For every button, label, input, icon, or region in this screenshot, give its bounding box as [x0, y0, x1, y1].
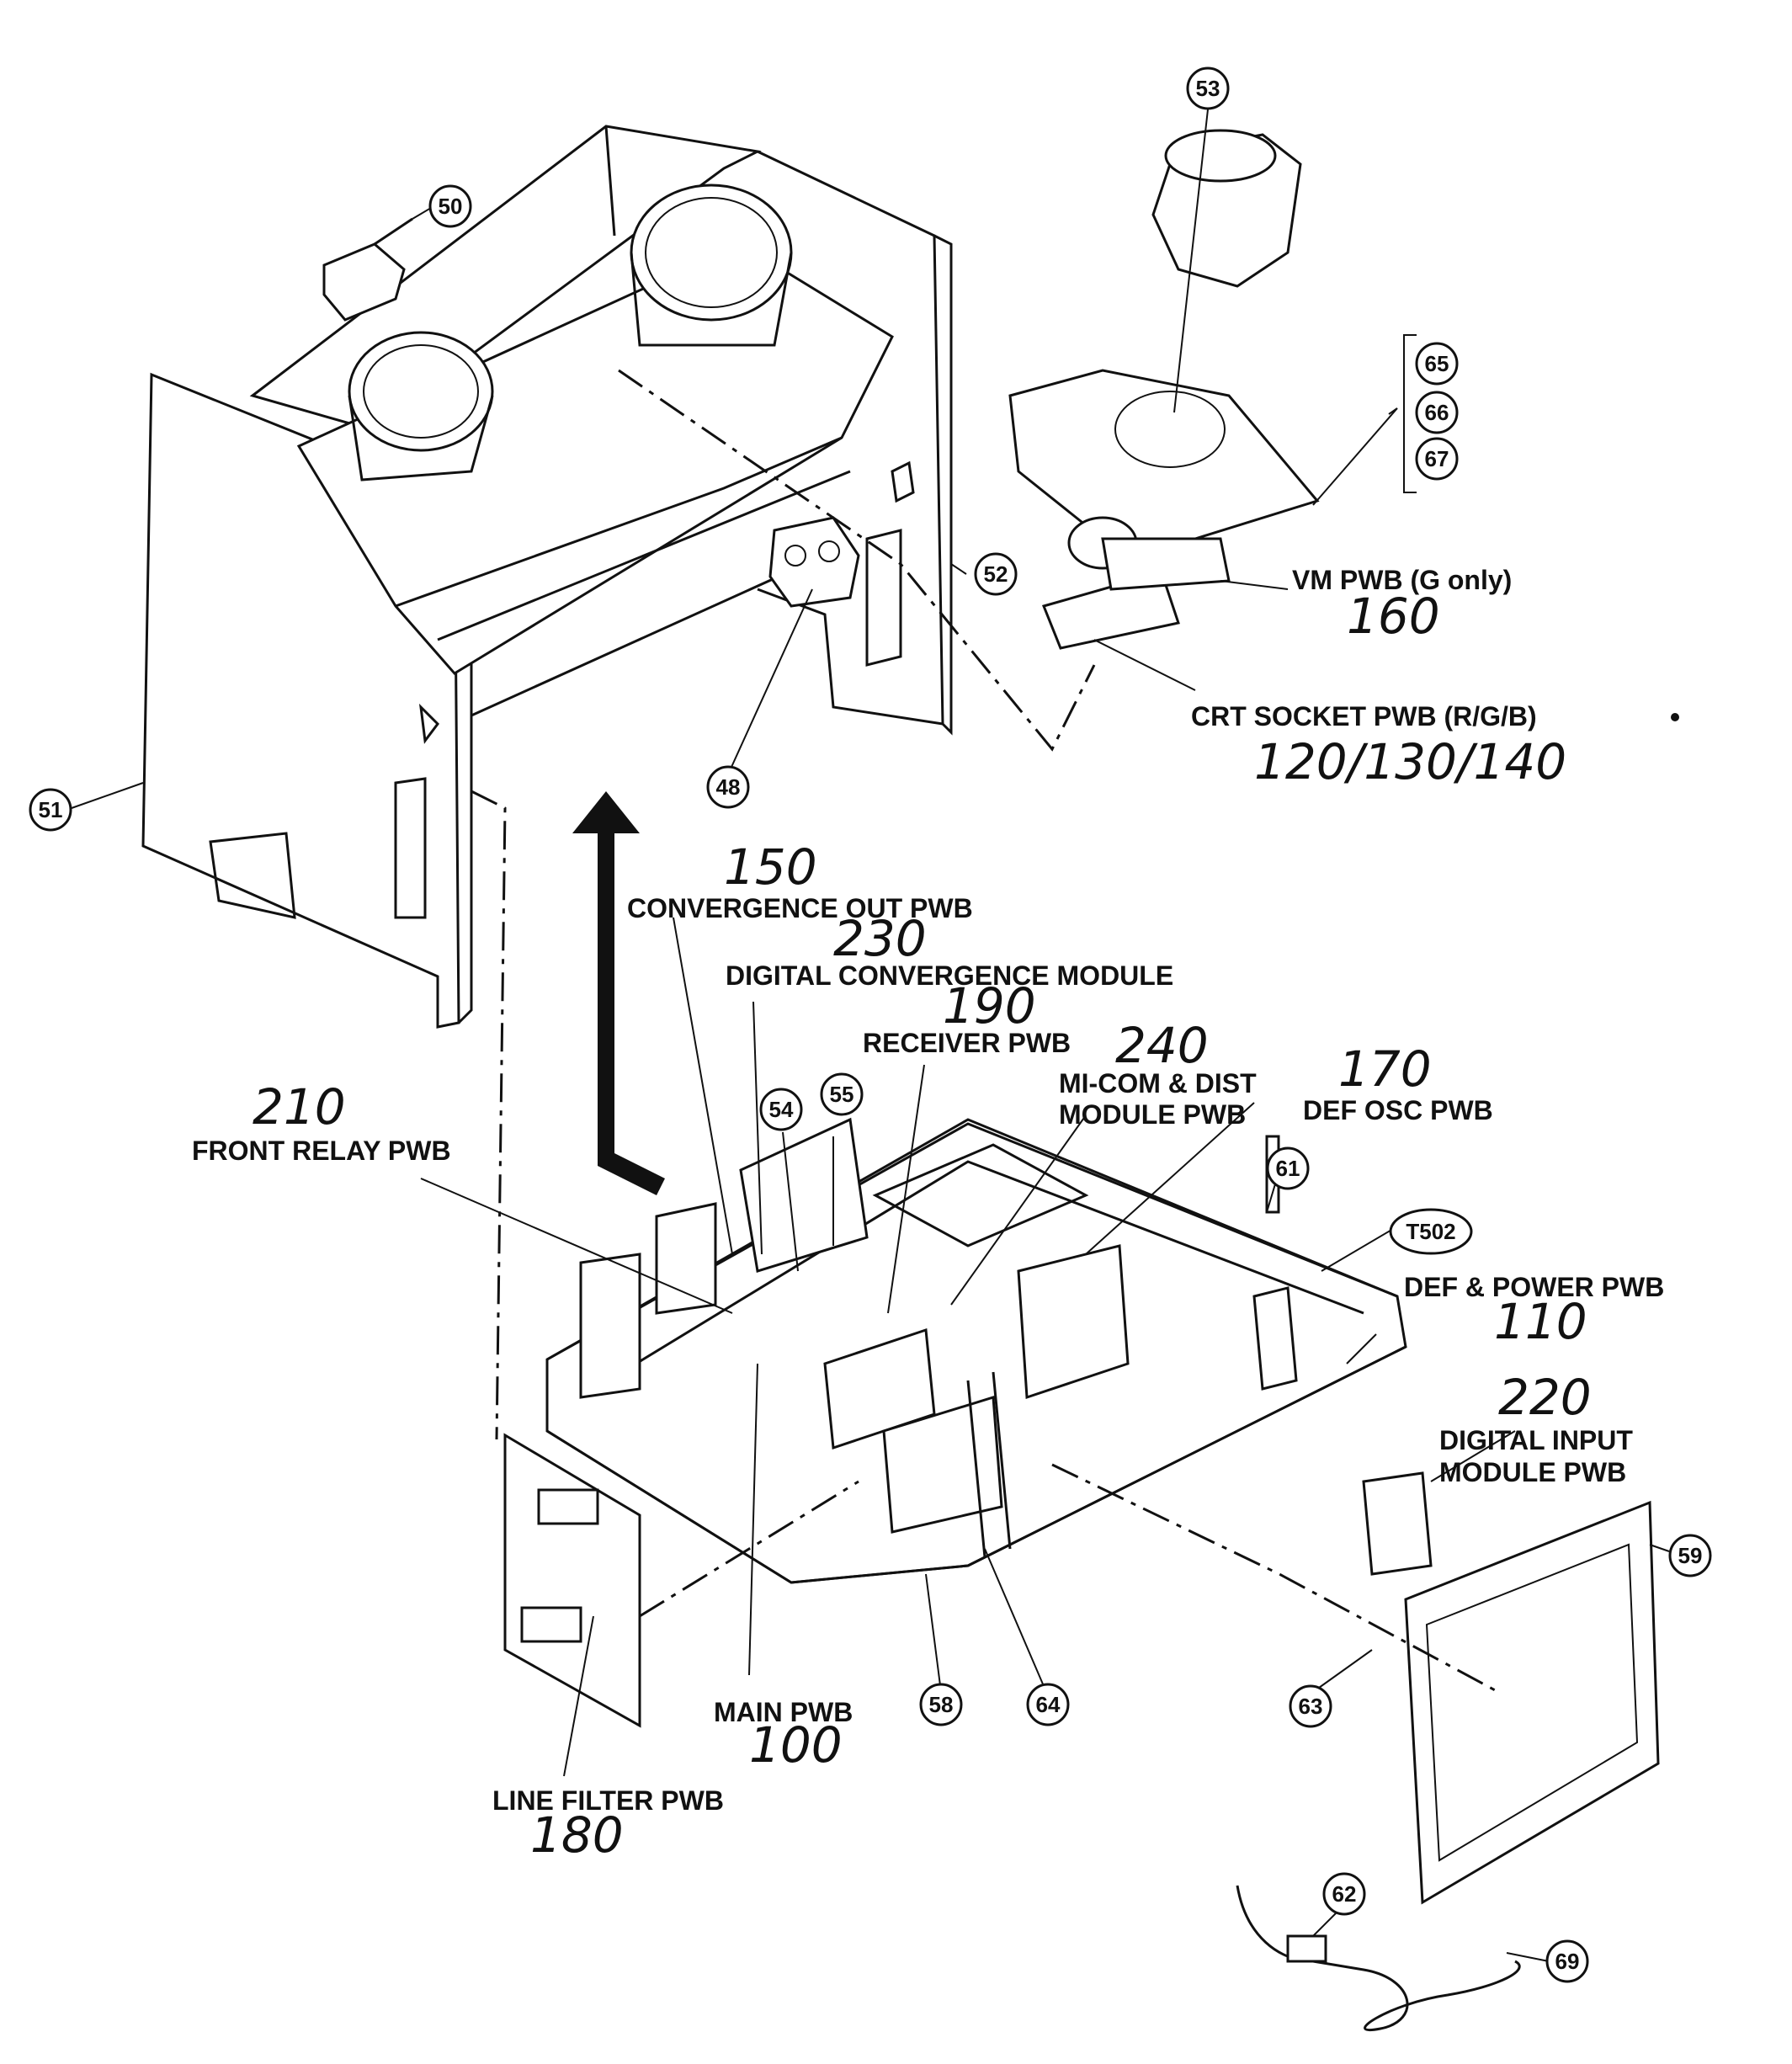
callout-54: 54	[759, 1088, 803, 1131]
label-digital-convergence-module: DIGITAL CONVERGENCE MODULE	[726, 960, 1173, 991]
callout-62: 62	[1322, 1872, 1366, 1916]
svg-text:67: 67	[1425, 446, 1449, 471]
callout-67: 67	[1415, 437, 1459, 481]
label-def-power-pwb: DEF & POWER PWB	[1404, 1272, 1664, 1302]
label-micom-dist-1: MI-COM & DIST	[1059, 1068, 1257, 1098]
svg-text:69: 69	[1555, 1949, 1580, 1974]
handwritten-210: 210	[253, 1078, 346, 1136]
assembly-direction-arrow	[572, 791, 665, 1195]
callout-64: 64	[1026, 1683, 1070, 1726]
svg-text:54: 54	[769, 1097, 794, 1122]
callout-51: 51	[29, 788, 72, 832]
svg-text:59: 59	[1678, 1543, 1703, 1568]
callout-63: 63	[1289, 1684, 1332, 1728]
callout-66: 66	[1415, 391, 1459, 434]
callout-50: 50	[428, 184, 472, 228]
label-digital-input-1: DIGITAL INPUT	[1439, 1425, 1633, 1455]
handwritten-190: 190	[943, 977, 1036, 1035]
label-receiver-pwb: RECEIVER PWB	[863, 1028, 1071, 1058]
handwritten-150: 150	[724, 838, 817, 896]
handwritten-160: 160	[1347, 588, 1440, 645]
svg-text:T502: T502	[1406, 1219, 1455, 1244]
label-front-relay-pwb: FRONT RELAY PWB	[192, 1136, 451, 1166]
power-cord	[1236, 1885, 1521, 2031]
callout-bracket	[1403, 334, 1417, 493]
line-filter-board	[503, 1433, 641, 1728]
svg-text:63: 63	[1299, 1694, 1323, 1719]
handwritten-180: 180	[530, 1806, 624, 1864]
label-convergence-out-pwb: CONVERGENCE OUT PWB	[627, 893, 973, 923]
callout-53: 53	[1186, 66, 1230, 110]
handwritten-230: 230	[833, 910, 927, 967]
callout-61: 61	[1266, 1146, 1310, 1190]
svg-text:64: 64	[1036, 1692, 1061, 1717]
rear-input-panel	[1362, 1471, 1660, 1905]
alignment-line-lower-2	[1051, 1463, 1499, 1694]
speck	[1671, 713, 1679, 721]
handwritten-240: 240	[1115, 1017, 1209, 1074]
callout-t502: T502	[1389, 1208, 1473, 1255]
callout-55: 55	[820, 1072, 864, 1116]
label-vm-pwb: VM PWB (G only)	[1292, 565, 1512, 595]
svg-text:50: 50	[439, 194, 463, 219]
svg-text:52: 52	[984, 561, 1008, 587]
callout-52: 52	[974, 552, 1018, 596]
label-digital-input-2: MODULE PWB	[1439, 1457, 1626, 1487]
main-chassis-tray	[545, 1117, 1407, 1584]
alignment-line-upper	[618, 369, 1096, 752]
handwritten-170: 170	[1338, 1040, 1432, 1098]
alignment-line-lower	[639, 1480, 859, 1618]
handwritten-120-130-140: 120/130/140	[1254, 733, 1566, 790]
handwritten-220: 220	[1498, 1369, 1592, 1426]
leader-lines	[71, 109, 1670, 1962]
svg-text:55: 55	[830, 1082, 854, 1107]
svg-text:66: 66	[1425, 400, 1449, 425]
crt-chassis-frame	[141, 125, 953, 1029]
callout-58: 58	[919, 1683, 963, 1726]
svg-text:53: 53	[1196, 76, 1220, 101]
label-line-filter-pwb: LINE FILTER PWB	[492, 1785, 724, 1816]
svg-text:48: 48	[716, 774, 741, 800]
callout-59: 59	[1668, 1534, 1712, 1577]
crt-deflection-assembly	[1008, 129, 1320, 650]
callout-48: 48	[706, 765, 750, 809]
svg-text:61: 61	[1276, 1156, 1300, 1181]
alignment-line-left	[471, 790, 507, 1440]
label-micom-dist-2: MODULE PWB	[1059, 1099, 1246, 1130]
svg-text:65: 65	[1425, 351, 1449, 376]
callout-69: 69	[1545, 1939, 1589, 1983]
label-def-osc-pwb: DEF OSC PWB	[1303, 1095, 1493, 1125]
bracket-part	[322, 217, 413, 322]
handwritten-100: 100	[749, 1716, 843, 1774]
label-crt-socket-pwb: CRT SOCKET PWB (R/G/B)	[1191, 701, 1537, 731]
handwritten-110: 110	[1494, 1293, 1587, 1350]
svg-text:51: 51	[39, 797, 63, 822]
svg-text:58: 58	[929, 1692, 954, 1717]
label-main-pwb: MAIN PWB	[714, 1697, 853, 1727]
callout-65: 65	[1415, 342, 1459, 386]
svg-text:62: 62	[1332, 1881, 1357, 1907]
